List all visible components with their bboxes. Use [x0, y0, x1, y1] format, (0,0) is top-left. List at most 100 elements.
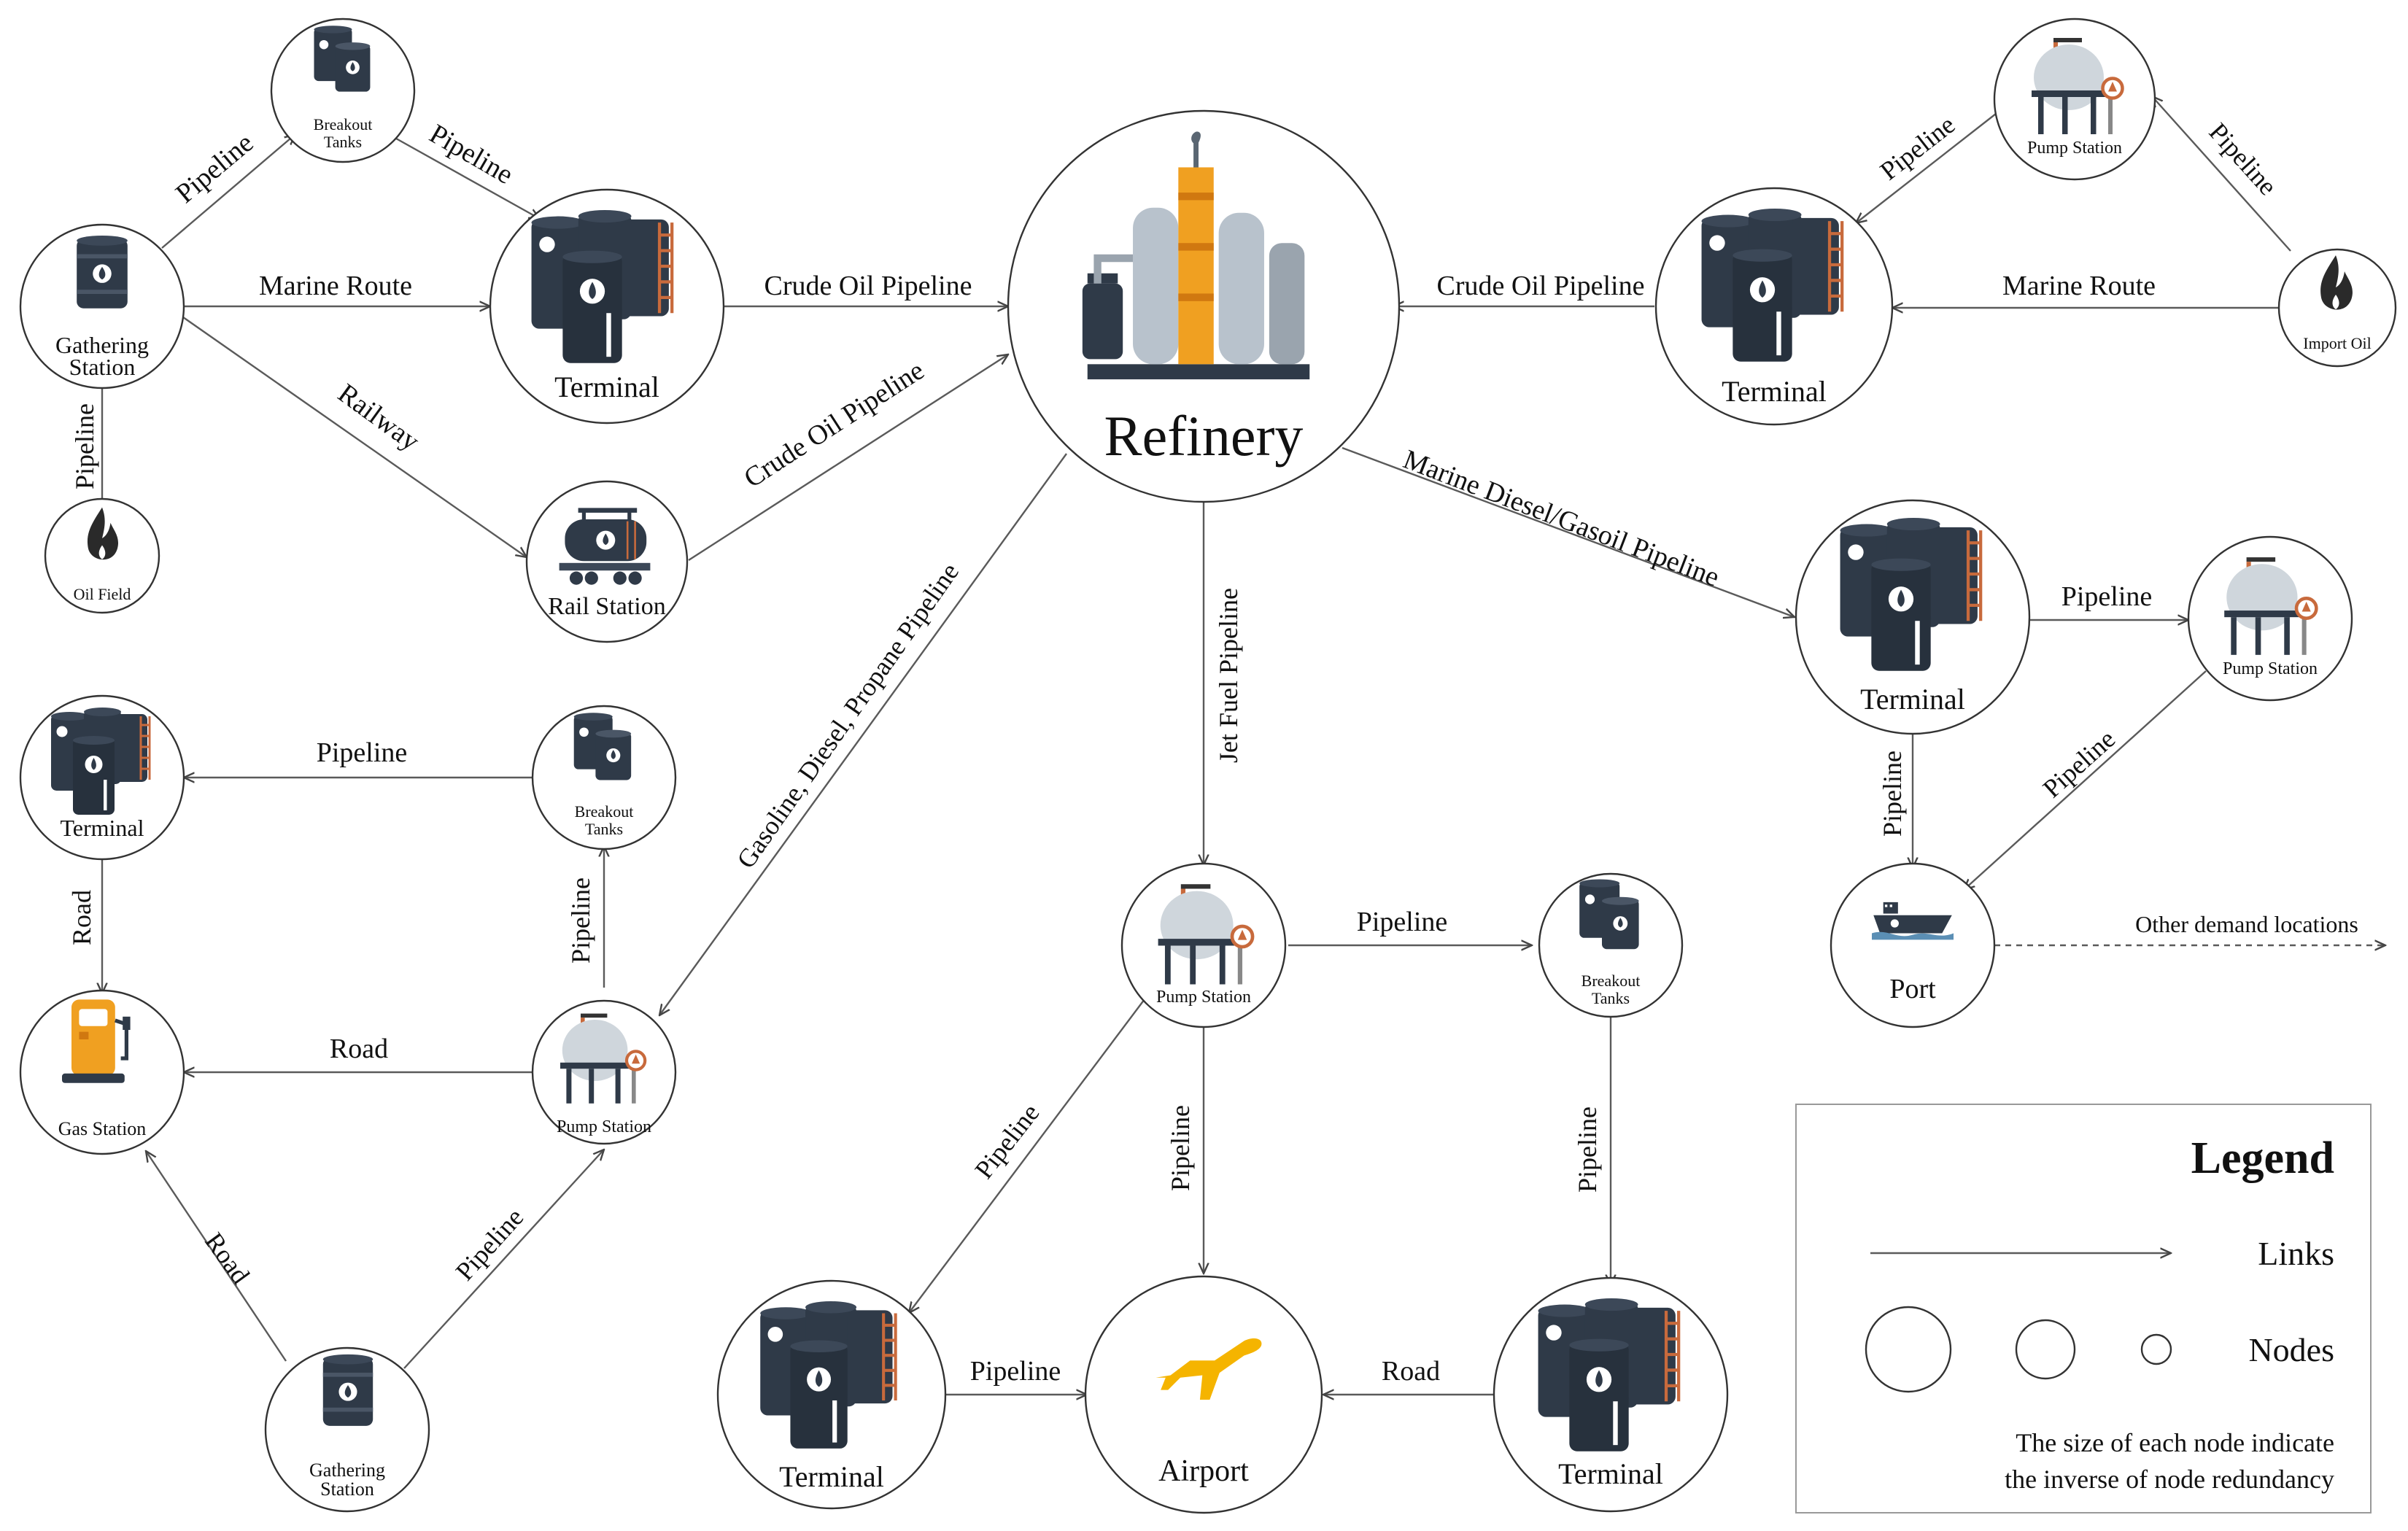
label-terminal-ps-right: Pipeline: [2061, 581, 2153, 612]
legend: Legend Links Nodes The size of each node…: [1795, 1104, 2372, 1513]
node-port: Port: [1830, 862, 1996, 1028]
node-label: Breakout: [1582, 972, 1641, 990]
node-label: Import Oil: [2303, 334, 2372, 352]
label-ps-breakout-center: Pipeline: [1357, 907, 1448, 937]
node-label: Oil Field: [74, 585, 131, 603]
link-gs-rail: [177, 313, 527, 557]
link-ps-tr: [1856, 113, 1997, 223]
node-label: Tanks: [324, 133, 362, 151]
label-ps-gas: Road: [330, 1034, 388, 1064]
label-terminal-port: Pipeline: [1878, 751, 1907, 837]
legend-note-line2: the inverse of node redundancy: [2005, 1465, 2334, 1494]
label-gs-breakout: Pipeline: [170, 128, 259, 209]
label-import-ps: Pipeline: [2204, 117, 2283, 201]
barrel-icon: [322, 1354, 373, 1426]
label-breakout-terminal-left: Pipeline: [317, 737, 408, 768]
legend-note-line1: The size of each node indicate: [2016, 1428, 2334, 1457]
link-ps-terminal-bl: [909, 996, 1147, 1313]
node-rail-station: Rail Station: [525, 480, 689, 643]
node-terminal-top-right: Terminal: [1654, 187, 1894, 426]
node-breakout-tanks-center: Breakout Tanks: [1538, 872, 1684, 1018]
node-label: Terminal: [1860, 683, 1965, 716]
legend-node-large: [1865, 1306, 1952, 1393]
label-terminal-gas: Road: [67, 890, 96, 945]
link-breakout-terminal: [390, 134, 540, 219]
label-refinery-marine: Marine Diesel/Gasoil Pipeline: [1399, 444, 1724, 593]
legend-node-medium: [2015, 1319, 2076, 1380]
link-import-ps: [2152, 96, 2291, 252]
node-airport: Airport: [1084, 1275, 1323, 1514]
node-label: Airport: [1158, 1454, 1249, 1488]
label-port-other: Other demand locations: [2135, 911, 2358, 937]
node-label: Rail Station: [548, 593, 666, 620]
node-import-oil: Import Oil: [2277, 248, 2397, 368]
node-label: Breakout: [314, 115, 373, 133]
label-terminal-bl-airport: Pipeline: [970, 1356, 1061, 1387]
node-gas-station: Gas Station: [19, 989, 185, 1155]
label-ps-breakout-left: Pipeline: [566, 877, 595, 964]
label-gs-terminal: Marine Route: [259, 271, 412, 301]
node-label: Terminal: [60, 815, 144, 841]
node-gathering-station-bottom: Gathering Station: [264, 1346, 430, 1513]
legend-node-small: [2140, 1333, 2172, 1365]
node-label: Terminal: [554, 371, 659, 403]
node-terminal-mid-right: Terminal: [1795, 499, 2031, 735]
node-breakout-tanks-left: Breakout Tanks: [531, 705, 677, 850]
label-terminal-br-airport: Road: [1382, 1356, 1440, 1387]
node-refinery: Refinery: [1007, 109, 1401, 503]
link-gs-breakout: [161, 134, 295, 249]
node-pump-station-top-right: Pump Station: [1993, 18, 2156, 181]
node-terminal-bottom-right: Terminal: [1493, 1276, 1729, 1513]
legend-title: Legend: [2191, 1133, 2334, 1183]
label-tr-refinery: Crude Oil Pipeline: [1437, 271, 1645, 301]
legend-links-label: Links: [2258, 1235, 2334, 1272]
label-terminal-refinery: Crude Oil Pipeline: [764, 271, 972, 301]
link-gs-gas: [146, 1151, 287, 1362]
node-label: Station: [320, 1478, 374, 1500]
node-label: Terminal: [1722, 375, 1827, 408]
node-label: Terminal: [1558, 1457, 1663, 1490]
link-gs-ps-left: [403, 1150, 604, 1369]
label-ps-airport: Pipeline: [1166, 1105, 1195, 1191]
node-oil-field: Oil Field: [44, 497, 160, 614]
node-label: Pump Station: [2027, 139, 2122, 158]
node-pump-station-center: Pump Station: [1120, 862, 1287, 1028]
label-refinery-jet: Jet Fuel Pipeline: [1214, 588, 1243, 763]
label-gs-gas: Road: [199, 1227, 255, 1289]
label-oilfield-gs: Pipeline: [70, 403, 99, 489]
node-pump-station-mid-right: Pump Station: [2187, 535, 2353, 702]
node-label: Pump Station: [557, 1117, 651, 1136]
link-refinery-gasoline: [659, 453, 1067, 1015]
node-terminal-bottom-left: Terminal: [716, 1279, 947, 1510]
node-label: Refinery: [1104, 404, 1304, 468]
node-label: Breakout: [575, 802, 634, 821]
node-terminal-top-left: Terminal: [489, 188, 725, 425]
label-import-tr: Marine Route: [2002, 271, 2156, 301]
barrel-icon: [77, 235, 128, 309]
label-gs-rail: Railway: [332, 378, 425, 457]
node-breakout-tanks-top: Breakout Tanks: [270, 18, 416, 163]
legend-box: [1795, 1104, 2372, 1513]
node-terminal-left: Terminal: [19, 694, 185, 861]
label-breakout-terminal-br: Pipeline: [1573, 1106, 1602, 1193]
node-label: Pump Station: [1156, 988, 1251, 1007]
legend-nodes-label: Nodes: [2248, 1331, 2334, 1368]
node-label: Gas Station: [58, 1118, 147, 1139]
label-refinery-gasoline: Gasoline, Diesel, Propane Pipeline: [731, 557, 964, 873]
links: [102, 96, 2385, 1395]
link-rail-refinery: [688, 354, 1008, 562]
node-label: Port: [1889, 974, 1936, 1004]
node-label: Tanks: [585, 820, 623, 838]
node-label: Terminal: [779, 1460, 884, 1493]
link-refinery-marine: [1342, 446, 1795, 617]
node-label: Gathering: [309, 1460, 385, 1481]
node-label: Tanks: [1592, 989, 1630, 1007]
label-ps-port: Pipeline: [2037, 724, 2121, 804]
link-ps-port: [1964, 670, 2207, 890]
node-pump-station-left: Pump Station: [531, 999, 677, 1145]
node-label: Pump Station: [2223, 659, 2318, 678]
